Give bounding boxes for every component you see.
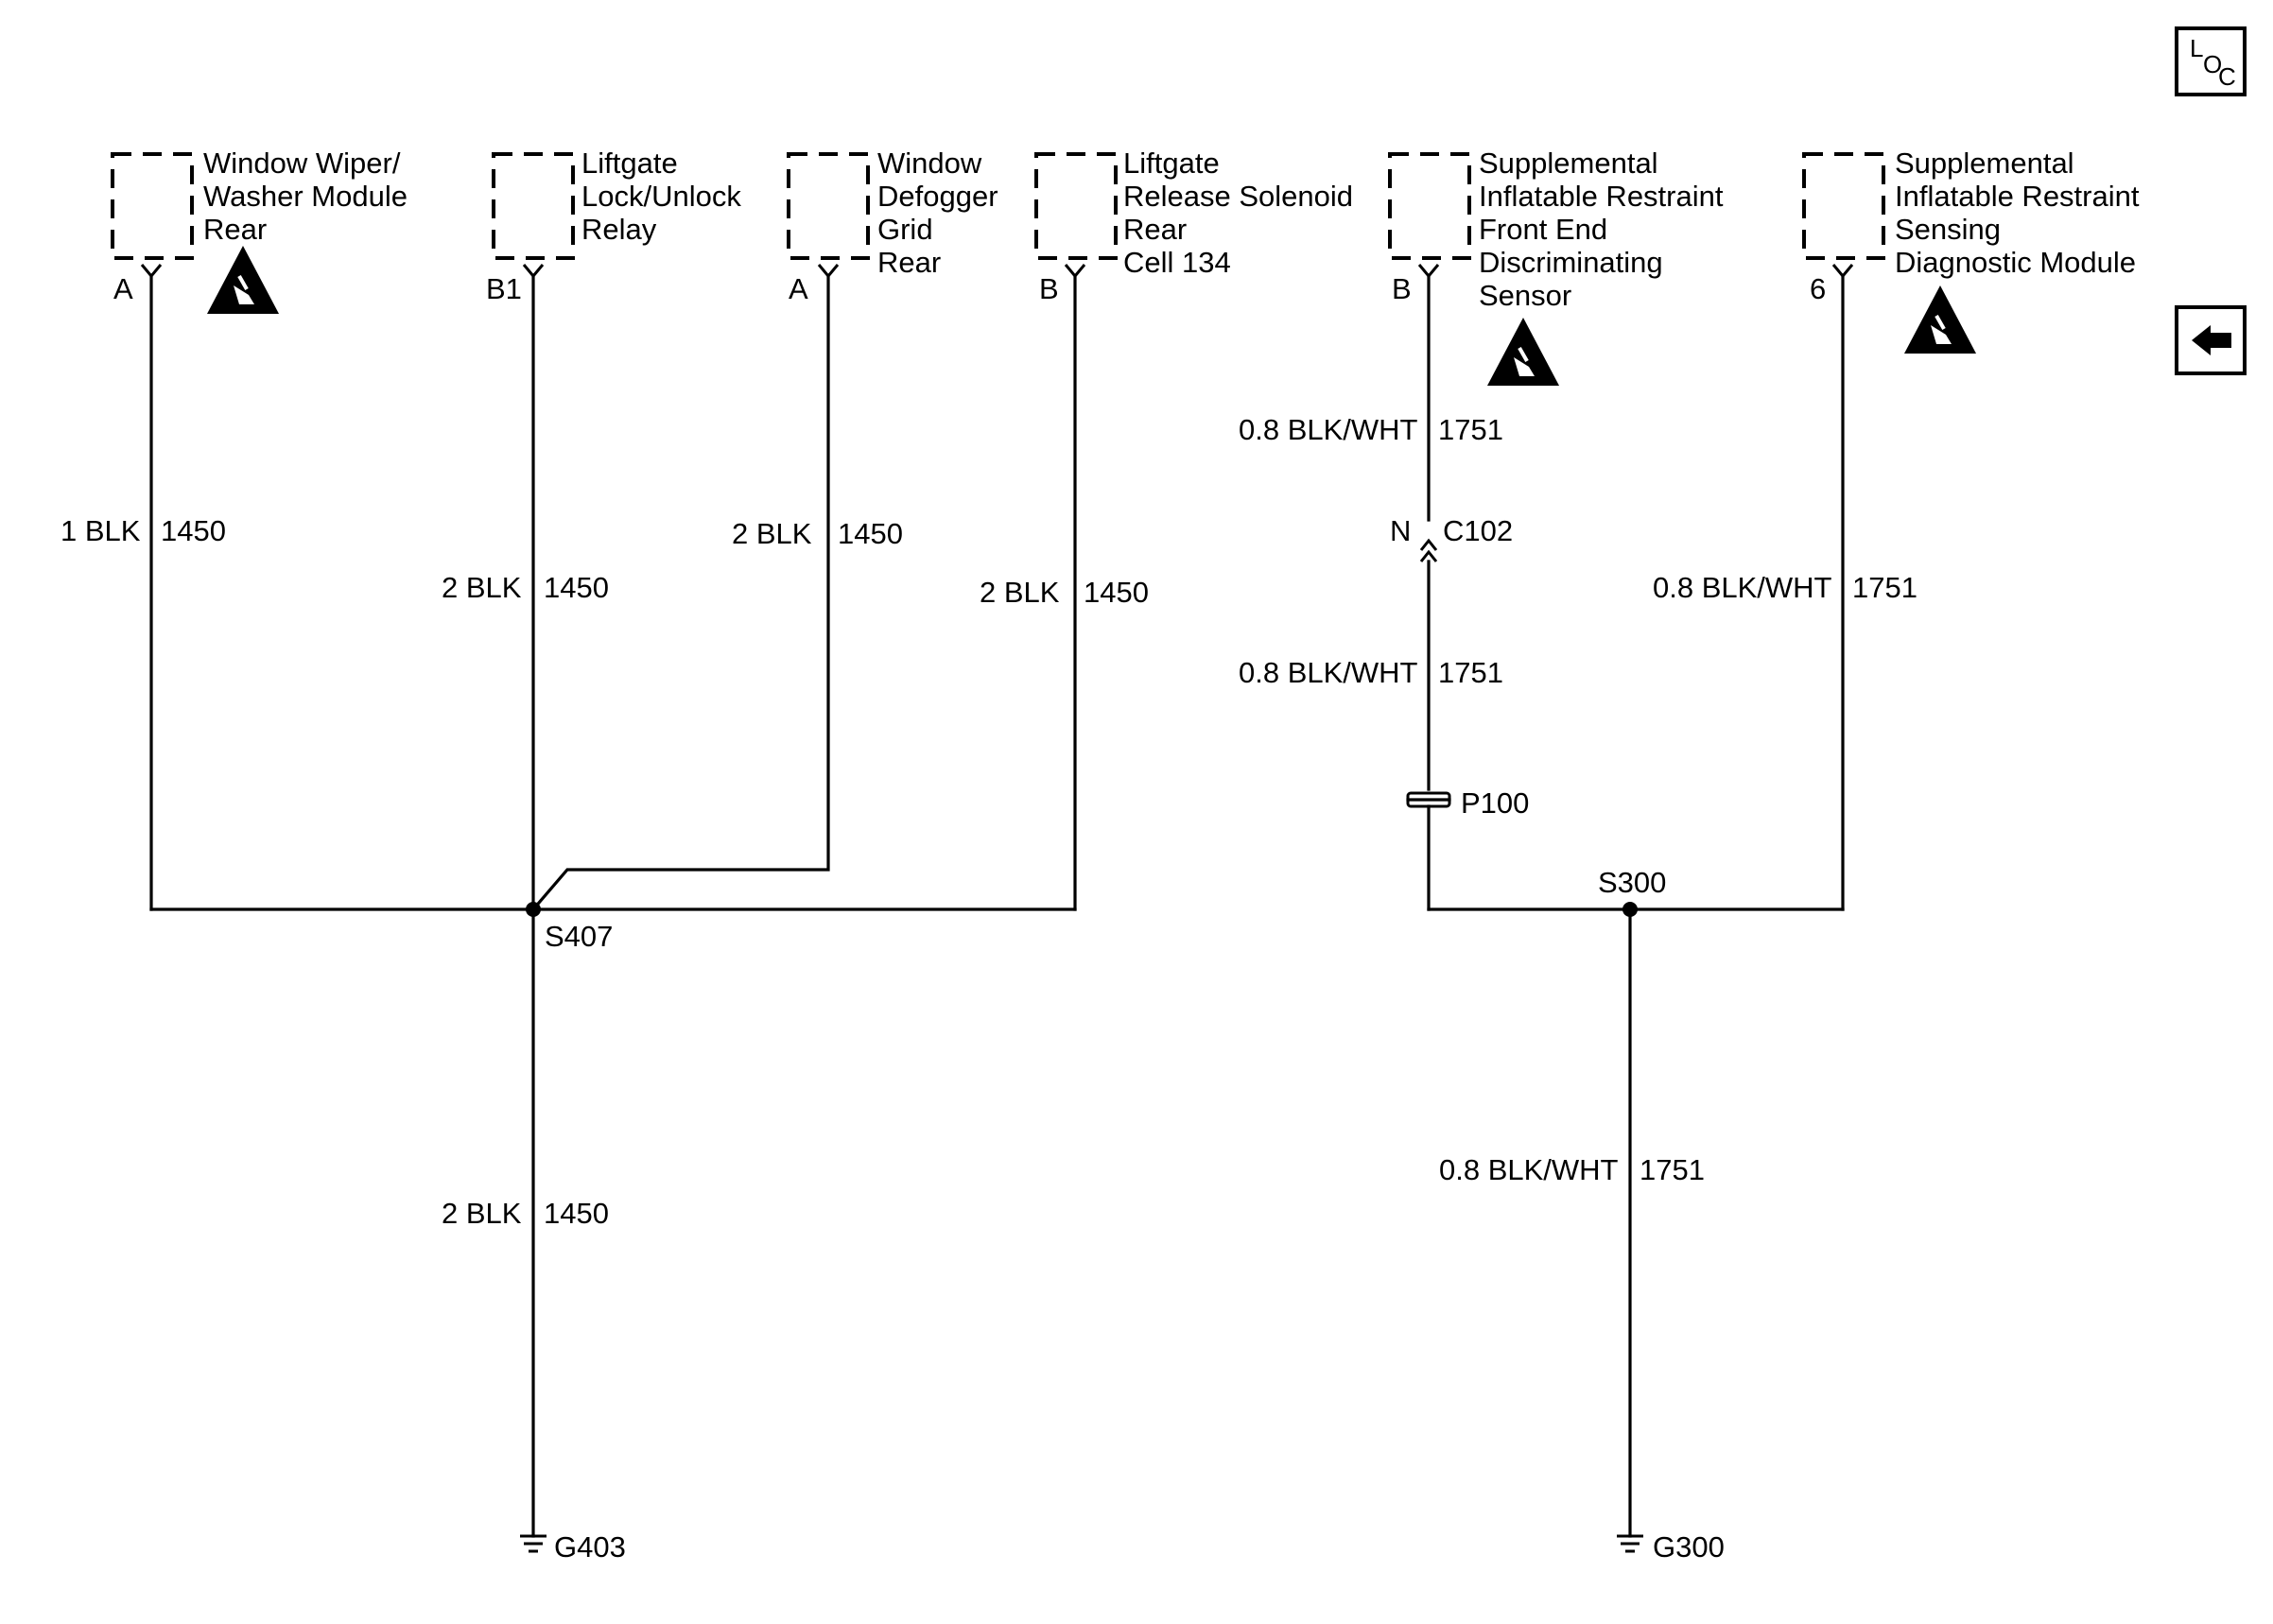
component-window-wiper-washer-module: Window Wiper/ Washer Module Rear A [111,147,408,305]
pin-label: B [1392,272,1412,305]
wire-gauge-color: 0.8 BLK/WHT [1439,1153,1619,1186]
left-arrow-icon[interactable] [2175,305,2247,375]
wire-circuit-number: 1450 [161,514,226,547]
wire-circuit-number: 1751 [1852,571,1917,604]
connector-pin-symbol [140,264,163,279]
connector-pin-symbol [817,264,840,279]
splice-label: S407 [545,920,613,953]
component-label-line: Rear [877,246,941,279]
component-label-line: Window [877,147,982,180]
ground-icon [520,1534,547,1553]
component-label-line: Diagnostic Module [1895,246,2136,279]
wire-gauge-color: 1 BLK [61,514,141,547]
component-liftgate-release-solenoid: Liftgate Release Solenoid Rear Cell 134 … [1034,147,1353,305]
connector-pin-label: N [1390,514,1411,547]
wire-circuit-number: 1751 [1640,1153,1705,1186]
loc-letter-c: C [2218,62,2236,91]
component-box [1034,152,1118,260]
esd-warning-icon [1487,318,1559,386]
component-label-line: Defogger [877,180,998,213]
wire-circuit-number: 1751 [1438,413,1503,446]
wire-gauge-color: 2 BLK [442,571,522,604]
component-label-line: Rear [1123,213,1187,246]
pin-label: 6 [1810,272,1826,305]
component-label-line: Release Solenoid [1123,180,1353,213]
component-label-line: Lock/Unlock [581,180,741,213]
connector-pin-symbol [1417,264,1440,279]
esd-warning-icon [207,246,279,314]
location-icon[interactable]: L O C [2175,26,2247,96]
component-box [111,152,194,260]
component-label-line: Inflatable Restraint [1895,180,2140,213]
wire-circuit-number: 1450 [544,1197,609,1230]
wire-segment [530,274,830,912]
connector-pin-symbol [1831,264,1854,279]
ground-label: G403 [554,1530,626,1564]
wire-gauge-color: 2 BLK [442,1197,522,1230]
component-box [787,152,870,260]
wire-gauge-color: 0.8 BLK/WHT [1653,571,1832,604]
pin-label: A [113,272,133,305]
component-label-line: Liftgate [581,147,678,180]
connector-pin-symbol [522,264,545,279]
component-label-line: Inflatable Restraint [1479,180,1724,213]
wire-circuit-number: 1450 [838,517,903,550]
component-label-line: Front End [1479,213,1607,246]
passthrough-label: P100 [1461,786,1529,820]
ground-label: G300 [1653,1530,1725,1564]
wire-gauge-color: 0.8 BLK/WHT [1239,656,1418,689]
splice-dot [526,902,541,917]
wire-gauge-color: 0.8 BLK/WHT [1239,413,1418,446]
wire-gauge-color: 2 BLK [980,576,1060,609]
esd-warning-icon [1904,285,1976,354]
component-box [1388,152,1471,260]
component-label-line: Sensor [1479,279,1571,312]
component-label-line: Sensing [1895,213,2001,246]
inline-connector-symbol [1419,538,1438,562]
component-label-line: Supplemental [1895,147,2074,180]
wire-circuit-number: 1450 [1084,576,1149,609]
pin-label: B1 [486,272,522,305]
component-box [492,152,575,260]
wire-gauge-color: 2 BLK [732,517,812,550]
pin-label: B [1039,272,1059,305]
component-box [1802,152,1885,260]
component-label-line: Relay [581,213,657,246]
circuit-1450: S407 1 BLK 1450 2 BLK 1450 2 BLK 1450 2 … [61,274,1149,1564]
component-sir-sensing-diagnostic-module: Supplemental Inflatable Restraint Sensin… [1802,147,2140,305]
component-label-line: Supplemental [1479,147,1658,180]
component-label-line: Liftgate [1123,147,1220,180]
ground-icon [1617,1534,1643,1553]
wire-circuit-number: 1450 [544,571,609,604]
component-label-line: Window Wiper/ [203,147,401,180]
component-label-line: Washer Module [203,180,408,213]
component-sir-front-end-sensor: Supplemental Inflatable Restraint Front … [1388,147,1724,312]
loc-letter-l: L [2190,34,2203,62]
pin-label: A [789,272,808,305]
component-label-line: Discriminating [1479,246,1663,279]
component-label-line: Rear [203,213,267,246]
connector-pin-symbol [1064,264,1086,279]
circuit-1751: S300 0.8 BLK/WHT 1751 N C102 0.8 BLK/WHT… [1239,274,1917,1564]
component-liftgate-lock-unlock-relay: Liftgate Lock/Unlock Relay B1 [486,147,741,305]
wire-circuit-number: 1751 [1438,656,1503,689]
component-window-defogger-grid: Window Defogger Grid Rear A [787,147,998,305]
component-label-line: Cell 134 [1123,246,1231,279]
component-label-line: Grid [877,213,933,246]
connector-label: C102 [1443,514,1513,547]
splice-label: S300 [1598,866,1666,899]
loc-letter-o: O [2203,50,2222,78]
